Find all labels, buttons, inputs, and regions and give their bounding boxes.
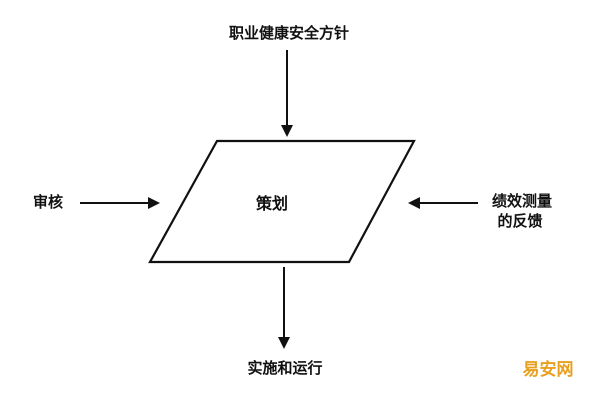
planning-parallelogram <box>148 139 416 264</box>
center-label: 策划 <box>255 194 288 213</box>
feedback-label-line1: 绩效测量 <box>492 192 552 210</box>
watermark-logo: 易安网 <box>523 359 574 380</box>
policy-label: 职业健康安全方针 <box>229 24 349 42</box>
audit-label: 审核 <box>33 193 63 211</box>
implementation-label: 实施和运行 <box>247 359 322 377</box>
feedback-label-line2: 的反馈 <box>497 212 542 230</box>
